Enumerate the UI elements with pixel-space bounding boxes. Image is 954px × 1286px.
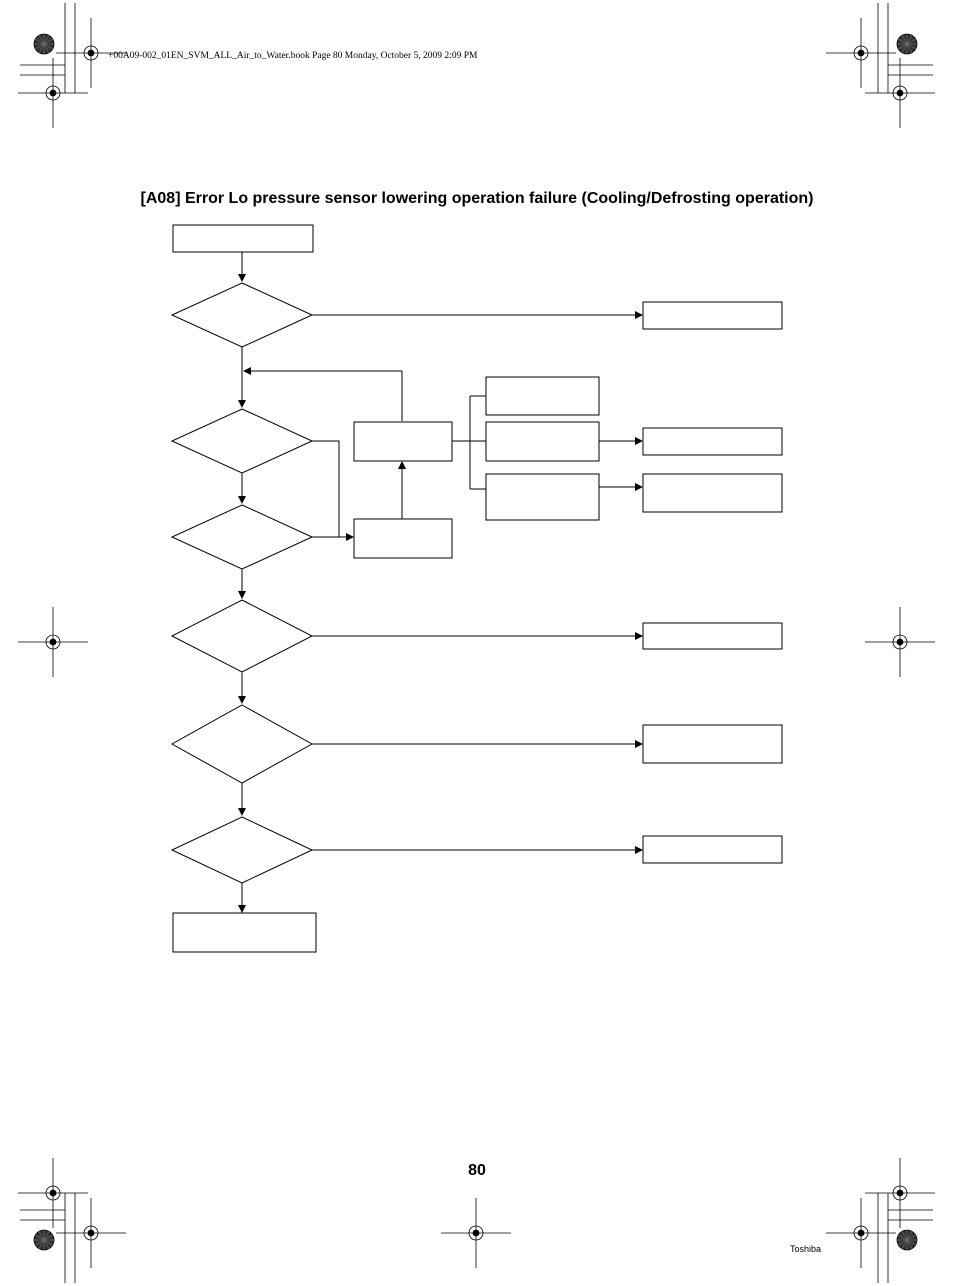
flow-loop-back [243,367,403,421]
page-title: [A08] Error Lo pressure sensor lowering … [140,190,814,207]
result-box-2 [642,427,783,456]
flow-arrow-d2-side [312,440,340,537]
footer-brand: Toshiba [790,1244,822,1254]
decision-diamond-3 [170,504,314,570]
correction-box [353,421,453,462]
decision-diamond-6 [170,816,314,884]
decision-diamond-5 [170,704,314,784]
decision-diamond-2 [170,408,314,474]
cause-box-3 [485,473,600,521]
flow-end-box [172,912,317,953]
check-box [353,518,453,559]
page-number: 80 [468,1162,486,1179]
flow-start-box [172,224,314,253]
decision-diamond-1 [170,282,314,348]
result-box-5 [642,724,783,764]
result-box-6 [642,835,783,864]
cause-box-1 [485,376,600,416]
result-box-1 [642,301,783,330]
result-box-4 [642,622,783,650]
decision-diamond-4 [170,599,314,673]
result-box-3 [642,473,783,513]
print-header-line: +00A09-002_01EN_SVM_ALL_Air_to_Water.boo… [108,51,478,61]
cause-box-2 [485,421,600,462]
